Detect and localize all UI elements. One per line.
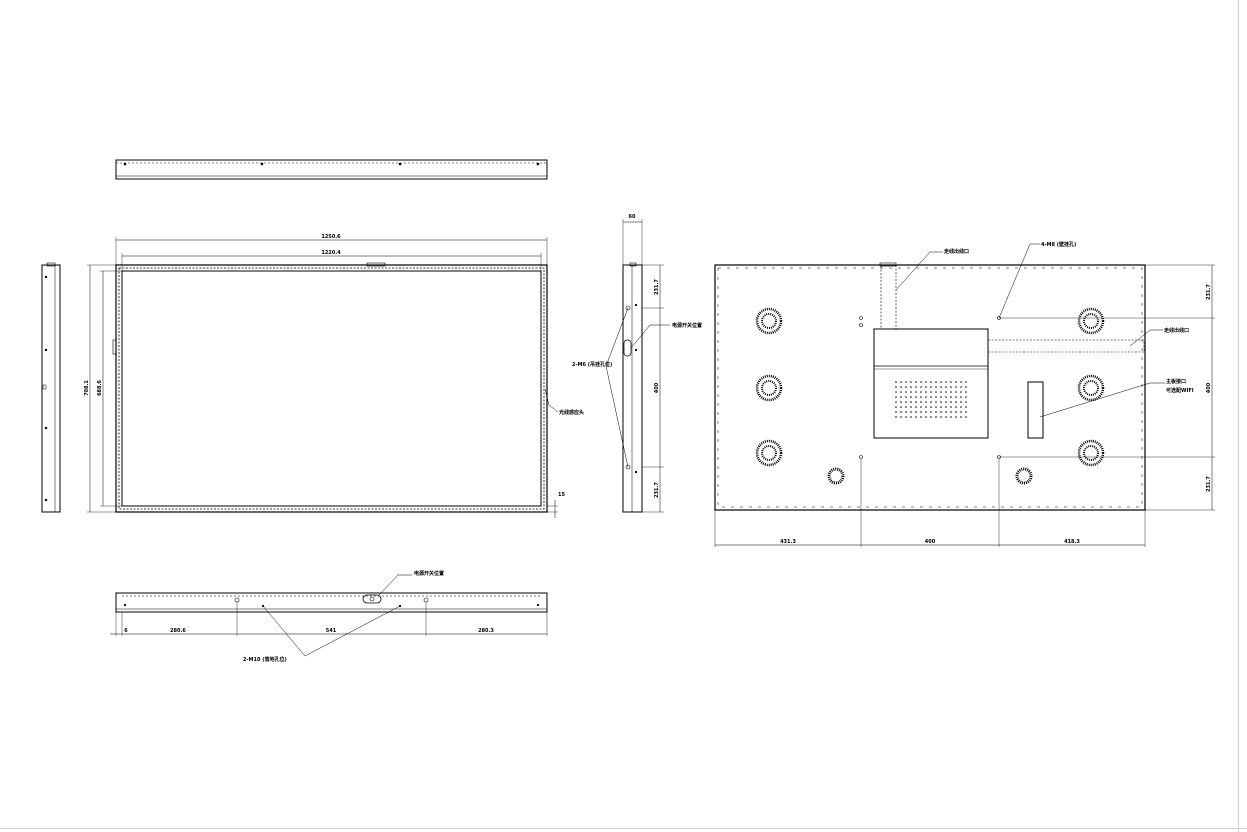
label-back-cable-top: 走线出线口 <box>943 248 969 255</box>
dim-inner-height: 688.6 <box>97 380 103 396</box>
dim-side-top: 231.7 <box>654 279 660 295</box>
dim-depth: 60 <box>629 214 636 220</box>
dim-bottom-right: 280.3 <box>478 628 494 634</box>
dim-back-right-bot: 231.7 <box>1206 476 1212 492</box>
label-light-sensor: 光线感应头 <box>558 409 584 416</box>
frame-right-border <box>1238 0 1239 832</box>
dim-overall-width: 1250.6 <box>321 234 341 240</box>
dim-back-right-mid: 400 <box>1206 382 1212 393</box>
label-bottom-power: 电源开关位置 <box>414 570 444 577</box>
dim-back-mid: 400 <box>925 539 936 545</box>
dim-overall-height: 708.1 <box>84 380 90 396</box>
dim-bottom-left: 280.6 <box>170 628 186 634</box>
dim-back-left: 431.3 <box>780 539 796 545</box>
dim-bottom-offset: 6 <box>124 628 128 634</box>
label-back-interface-1: 主板接口 <box>1166 378 1186 385</box>
dim-side-bot: 231.7 <box>654 482 660 498</box>
dim-back-right-top: 231.7 <box>1206 284 1212 300</box>
left-side-view <box>41 262 61 513</box>
frame-bottom-border <box>0 828 1247 829</box>
dim-bezel: 15 <box>558 492 565 498</box>
label-back-cable-right: 走线出线口 <box>1163 327 1189 334</box>
top-view <box>115 159 548 180</box>
label-back-interface-2: 可选配WIFI <box>1166 387 1194 394</box>
right-side-view: 60 231.7 400 231.7 2-M6 (吊挂孔位) 电源开关位置 <box>572 214 702 513</box>
dim-inner-width: 1220.4 <box>321 250 341 256</box>
vent-pattern <box>895 381 967 418</box>
vesa-holes <box>859 316 1001 459</box>
label-side-power: 电源开关位置 <box>672 322 702 329</box>
speaker-grilles <box>755 307 1105 485</box>
label-side-holes: 2-M6 (吊挂孔位) <box>572 361 612 368</box>
back-view: 231.7 400 231.7 431.3 400 418.3 走线出线口 4-… <box>714 241 1215 547</box>
dim-back-right: 418.3 <box>1064 539 1080 545</box>
dim-side-mid: 400 <box>654 382 660 393</box>
bottom-view: 6 280.6 541 280.3 2-M10 (落地孔位) 电源开关位置 <box>110 570 548 663</box>
label-back-vesa: 4-M8 (壁挂孔) <box>1041 241 1076 248</box>
dim-bottom-mid: 541 <box>326 628 337 634</box>
label-bottom-holes: 2-M10 (落地孔位) <box>243 656 287 663</box>
front-view: 1250.6 1220.4 708.1 688.6 15 光线感应头 <box>84 234 584 518</box>
